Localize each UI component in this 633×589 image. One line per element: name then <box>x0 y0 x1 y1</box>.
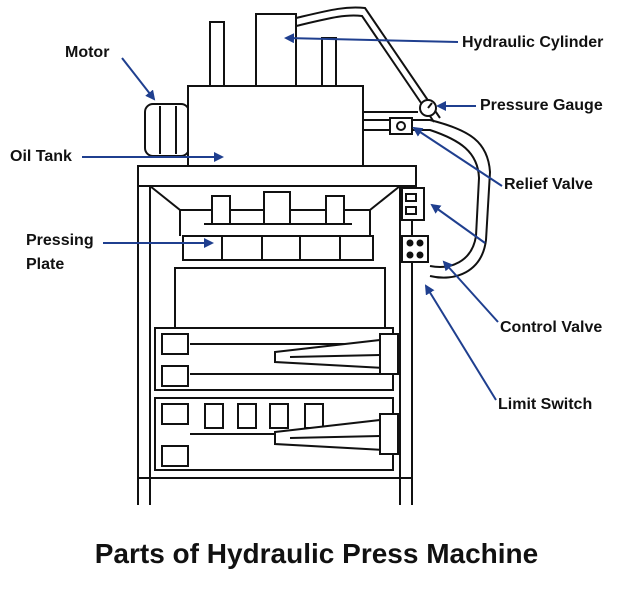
arrow-limit-switch <box>424 284 497 401</box>
relief-valve <box>389 117 413 135</box>
press-door-upper <box>154 327 399 391</box>
label-pressure-gauge: Pressure Gauge <box>480 97 603 114</box>
arrow-relief-valve <box>412 126 503 187</box>
label-oil-tank: Oil Tank <box>10 148 72 165</box>
leader-arrows <box>82 33 503 401</box>
hydraulic-cylinder <box>209 13 337 87</box>
ram-assembly <box>204 191 352 225</box>
label-motor: Motor <box>65 44 110 61</box>
press-chamber <box>174 267 386 329</box>
motor <box>144 103 190 157</box>
label-pressing-plate: Pressing Plate <box>26 232 94 273</box>
control-valve <box>401 235 429 263</box>
label-hydraulic-cylinder: Hydraulic Cylinder <box>462 34 604 51</box>
label-limit-switch: Limit Switch <box>498 396 593 413</box>
arrow-hydraulic-cylinder <box>284 33 459 44</box>
pressure-gauge <box>419 99 437 117</box>
top-frame <box>137 165 417 187</box>
arrow-control-valve <box>442 260 499 323</box>
press-door-lower <box>154 397 399 471</box>
diagram-caption: Parts of Hydraulic Press Machine <box>94 538 539 569</box>
arrow-motor <box>121 57 156 101</box>
oil-tank <box>187 85 364 167</box>
label-control-valve: Control Valve <box>500 319 603 336</box>
limit-switch-box <box>401 187 425 221</box>
label-relief-valve: Relief Valve <box>504 176 593 193</box>
pressing-plate <box>182 235 374 261</box>
arrow-limit-switch-upper <box>430 203 486 244</box>
